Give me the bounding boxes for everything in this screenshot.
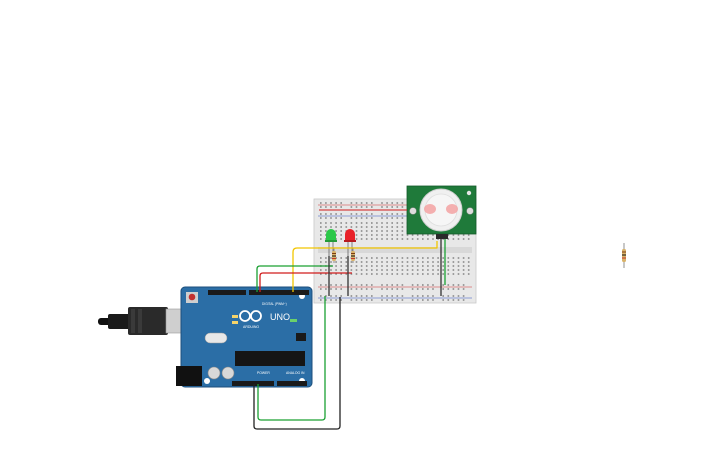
led-green[interactable] xyxy=(325,229,337,258)
board-name-label: UNO xyxy=(270,312,290,322)
wire-green-5v[interactable] xyxy=(257,296,326,421)
digital-header-right xyxy=(249,290,309,295)
wire-black-gnd[interactable] xyxy=(253,297,341,430)
resistor-red-led[interactable] xyxy=(351,248,355,263)
wire-green-digital[interactable] xyxy=(256,265,333,292)
brand-label: ARDUINO xyxy=(243,325,259,329)
power-jack xyxy=(176,366,202,386)
resistor-loose[interactable] xyxy=(622,243,626,268)
analog-pins-label: ANALOG IN xyxy=(286,371,305,375)
breadboard-holes xyxy=(320,202,470,301)
wire-red-digital[interactable] xyxy=(259,272,352,292)
arduino-logo-icon xyxy=(239,310,262,322)
pir-motion-sensor[interactable] xyxy=(406,185,477,239)
microcontroller-chip xyxy=(235,351,305,366)
reset-button[interactable] xyxy=(188,293,196,301)
digital-header-left xyxy=(208,290,246,295)
arduino-uno-board[interactable]: UNO ARDUINO DIGITAL (PWM~) POWER ANALOG … xyxy=(176,286,313,388)
power-header xyxy=(232,381,274,386)
resistor-green-led[interactable] xyxy=(332,248,336,263)
digital-pins-label: DIGITAL (PWM~) xyxy=(262,302,287,306)
wire-yellow-signal[interactable] xyxy=(292,241,438,292)
power-pins-label: POWER xyxy=(257,371,270,375)
analog-header xyxy=(277,381,307,386)
